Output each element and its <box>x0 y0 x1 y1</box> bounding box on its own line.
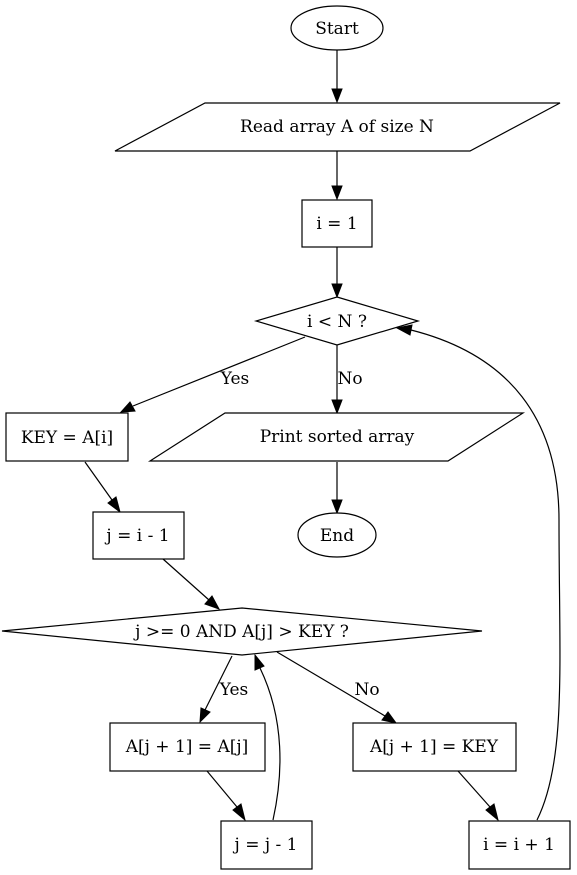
start-label: Start <box>315 19 359 39</box>
cond-j-decision: j >= 0 AND A[j] > KEY ? <box>1 607 483 656</box>
arrowhead <box>381 711 398 724</box>
arrowhead <box>331 399 343 415</box>
edge-dec-j-loop <box>259 667 281 821</box>
print-output-node: Print sorted array <box>147 412 526 462</box>
key-node: KEY = A[i] <box>5 412 129 462</box>
arrowhead <box>232 803 246 822</box>
edge-labels: Yes No Yes No <box>219 369 380 700</box>
key-label: KEY = A[i] <box>21 428 113 448</box>
edge-shift-to-dec-j <box>206 770 238 808</box>
arrowhead <box>204 595 221 610</box>
insert-label: A[j + 1] = KEY <box>369 737 499 757</box>
edge-cond-j-no <box>276 651 386 717</box>
init-j-label: j = i - 1 <box>104 526 169 546</box>
edge-inc-i-loop <box>410 329 561 821</box>
arrowhead <box>395 324 413 336</box>
inc-i-label: i = i + 1 <box>483 835 555 855</box>
init-i-label: i = 1 <box>316 214 357 234</box>
arrowhead <box>331 88 343 104</box>
read-input-label: Read array A of size N <box>240 117 434 137</box>
edge-cond-j-yes <box>204 655 233 711</box>
init-i-node: i = 1 <box>301 199 373 248</box>
arrowhead <box>107 496 121 514</box>
dec-j-label: j = j - 1 <box>233 835 298 855</box>
cond-j-no-label: No <box>354 680 379 700</box>
start-node: Start <box>290 5 384 51</box>
arrowhead <box>119 401 136 413</box>
cond-i-decision: i < N ? <box>253 296 421 346</box>
end-label: End <box>320 526 354 546</box>
cond-i-yes-label: Yes <box>220 369 250 389</box>
cond-i-no-label: No <box>337 369 362 389</box>
nodes: Start Read array A of size N i = 1 i < N… <box>1 5 571 870</box>
dec-j-node: j = j - 1 <box>220 820 313 870</box>
edges <box>84 50 561 822</box>
inc-i-node: i = i + 1 <box>468 820 571 870</box>
shift-node: A[j + 1] = A[j] <box>109 722 266 772</box>
cond-j-label: j >= 0 AND A[j] > KEY ? <box>133 622 349 642</box>
init-j-node: j = i - 1 <box>92 511 185 560</box>
arrowhead <box>331 283 343 299</box>
cond-j-yes-label: Yes <box>219 680 249 700</box>
read-input-node: Read array A of size N <box>114 102 561 152</box>
edge-cond-i-yes <box>132 336 306 407</box>
insert-node: A[j + 1] = KEY <box>352 722 517 772</box>
edge-key-to-init-j <box>84 461 113 501</box>
edge-insert-to-inc-i <box>457 770 491 808</box>
arrowhead <box>485 803 499 822</box>
arrowhead <box>331 185 343 201</box>
arrowhead <box>254 653 265 671</box>
end-node: End <box>297 512 377 558</box>
cond-i-label: i < N ? <box>307 312 367 332</box>
print-output-label: Print sorted array <box>260 427 415 447</box>
arrowhead <box>331 499 343 515</box>
shift-label: A[j + 1] = A[j] <box>125 737 249 757</box>
arrowhead <box>199 707 211 724</box>
edge-init-j-to-cond-j <box>162 558 210 601</box>
